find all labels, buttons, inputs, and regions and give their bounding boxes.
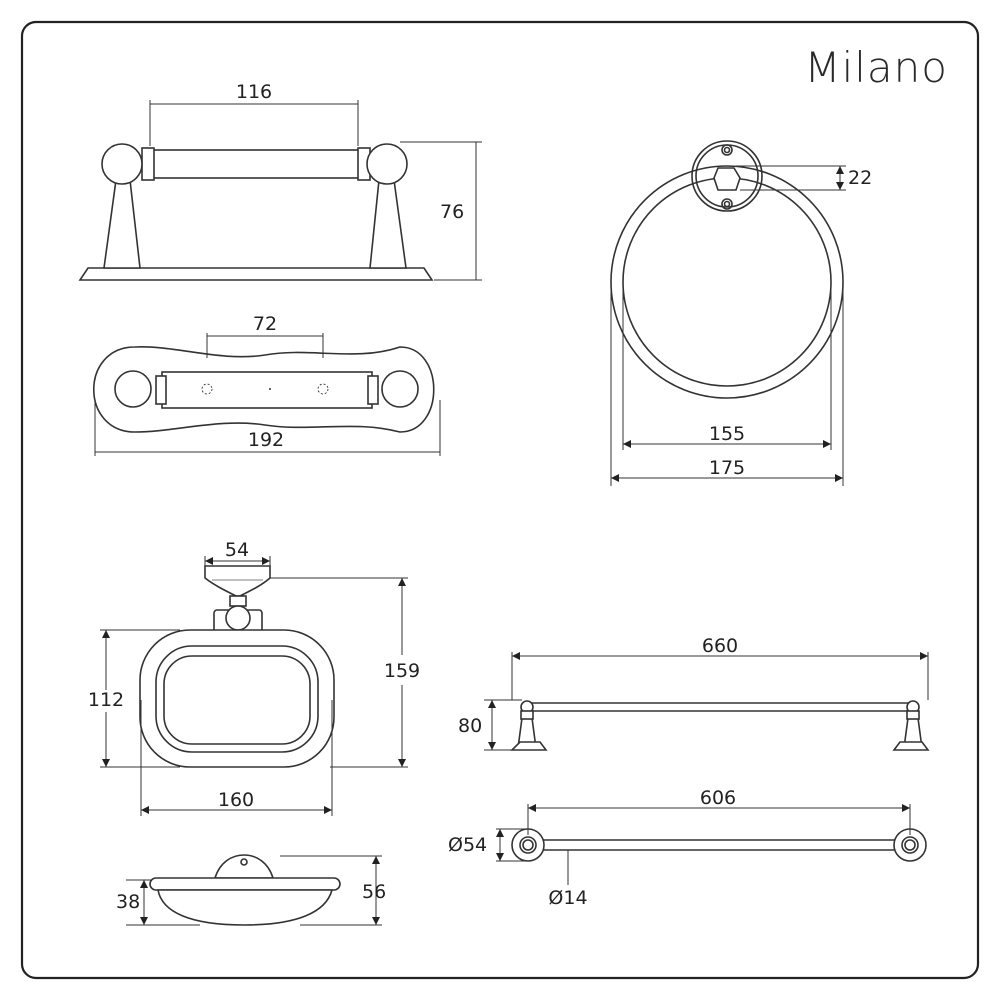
dim-holder-width: 116 bbox=[236, 81, 272, 103]
dim-ring-inner: 155 bbox=[709, 423, 745, 445]
soap-dish-side-view: 38 56 bbox=[116, 854, 386, 926]
dim-flange-diameter: Ø54 bbox=[448, 834, 487, 856]
dim-dish-total-height: 159 bbox=[384, 660, 420, 682]
dim-dish-total-depth: 56 bbox=[362, 881, 386, 903]
dim-bar-length: 606 bbox=[700, 787, 736, 809]
dim-holder-height: 76 bbox=[440, 201, 464, 223]
soap-dish-front-view: 54 112 159 160 bbox=[88, 539, 420, 816]
dim-hole-spacing: 72 bbox=[253, 313, 277, 335]
dim-dish-depth: 38 bbox=[116, 891, 140, 913]
paper-holder-top-view: 72 192 bbox=[92, 313, 441, 456]
towel-bar-front-view: 660 80 bbox=[458, 635, 930, 751]
towel-ring-view: 22 155 175 bbox=[610, 140, 872, 486]
dim-dish-height: 112 bbox=[88, 689, 124, 711]
dim-bar-overall-length: 660 bbox=[702, 635, 738, 657]
paper-holder-front-view: 116 76 bbox=[78, 81, 482, 281]
dim-holder-length: 192 bbox=[248, 429, 284, 451]
dim-bar-diameter: Ø14 bbox=[548, 887, 587, 909]
dim-dish-mount-width: 54 bbox=[225, 539, 249, 561]
towel-bar-top-view: 606 Ø54 Ø14 bbox=[448, 787, 927, 909]
sheet-frame bbox=[20, 20, 980, 980]
dim-ring-mount-offset: 22 bbox=[848, 167, 872, 189]
dim-ring-outer: 175 bbox=[709, 457, 745, 479]
dim-bar-projection: 80 bbox=[458, 715, 482, 737]
dim-dish-width: 160 bbox=[218, 789, 254, 811]
brand-name: Milano bbox=[804, 43, 948, 92]
